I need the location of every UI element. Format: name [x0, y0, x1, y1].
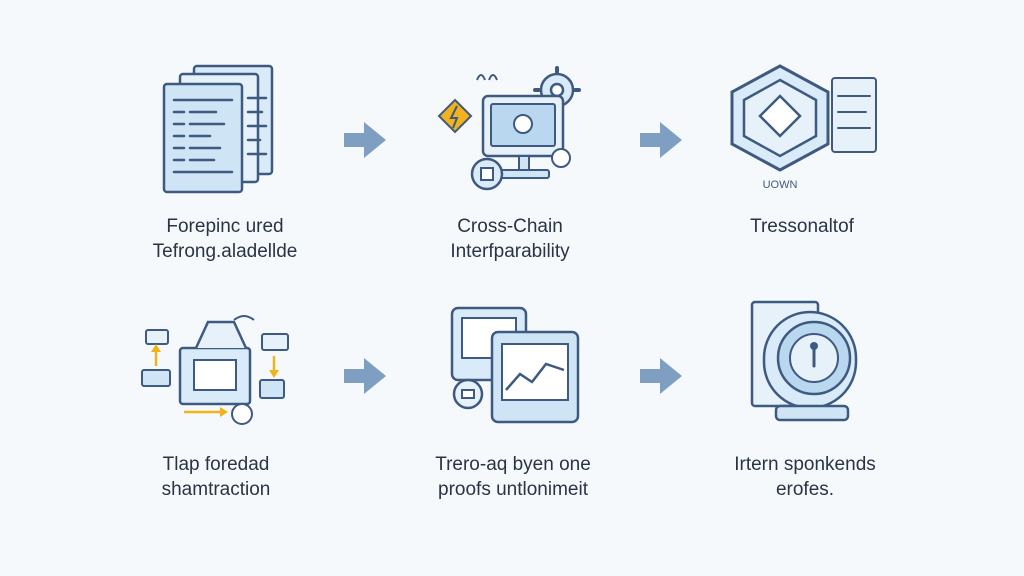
step-4-line-2: shamtraction — [161, 479, 271, 500]
step-5-line-1: Trero-aq byen one — [435, 454, 591, 475]
step-2-caption: Cross-Chain Interfparability — [380, 214, 640, 264]
step-6-line-2: erofes. — [775, 479, 835, 500]
step-3-line-1: Tressonaltof — [750, 216, 854, 237]
step-6-caption: Irtern sponkends erofes. — [675, 452, 935, 502]
flow-arrow-icon — [638, 120, 684, 160]
step-3-caption: Tressonaltof — [672, 214, 932, 239]
step-2-line-2: Interfparability — [450, 241, 570, 262]
network-flow-icon — [138, 300, 298, 440]
flow-arrow-icon — [638, 356, 684, 396]
document-stack-icon — [150, 58, 310, 198]
step-4-line-1: Tlap foredad — [162, 454, 270, 475]
hexagon-label: UOWN — [763, 179, 798, 191]
step-6-line-1: Irtern sponkends — [734, 454, 876, 475]
step-5-caption: Trero-aq byen one proofs untlonimeit — [383, 452, 643, 502]
step-5-line-2: proofs untlonimeit — [438, 479, 588, 500]
monitor-gear-icon — [435, 62, 595, 202]
hexagon-cube-icon: UOWN — [720, 56, 880, 196]
step-1-line-2: Tefrong.aladellde — [152, 241, 298, 262]
step-4-caption: Tlap foredad shamtraction — [86, 452, 346, 502]
chart-windows-icon — [438, 298, 598, 438]
flow-arrow-icon — [342, 120, 388, 160]
vault-lock-icon — [730, 294, 890, 434]
step-2-line-1: Cross-Chain — [457, 216, 563, 237]
step-1-caption: Forepinc ured Tefrong.aladellde — [95, 214, 355, 264]
flow-arrow-icon — [342, 356, 388, 396]
step-1-line-1: Forepinc ured — [166, 216, 284, 237]
